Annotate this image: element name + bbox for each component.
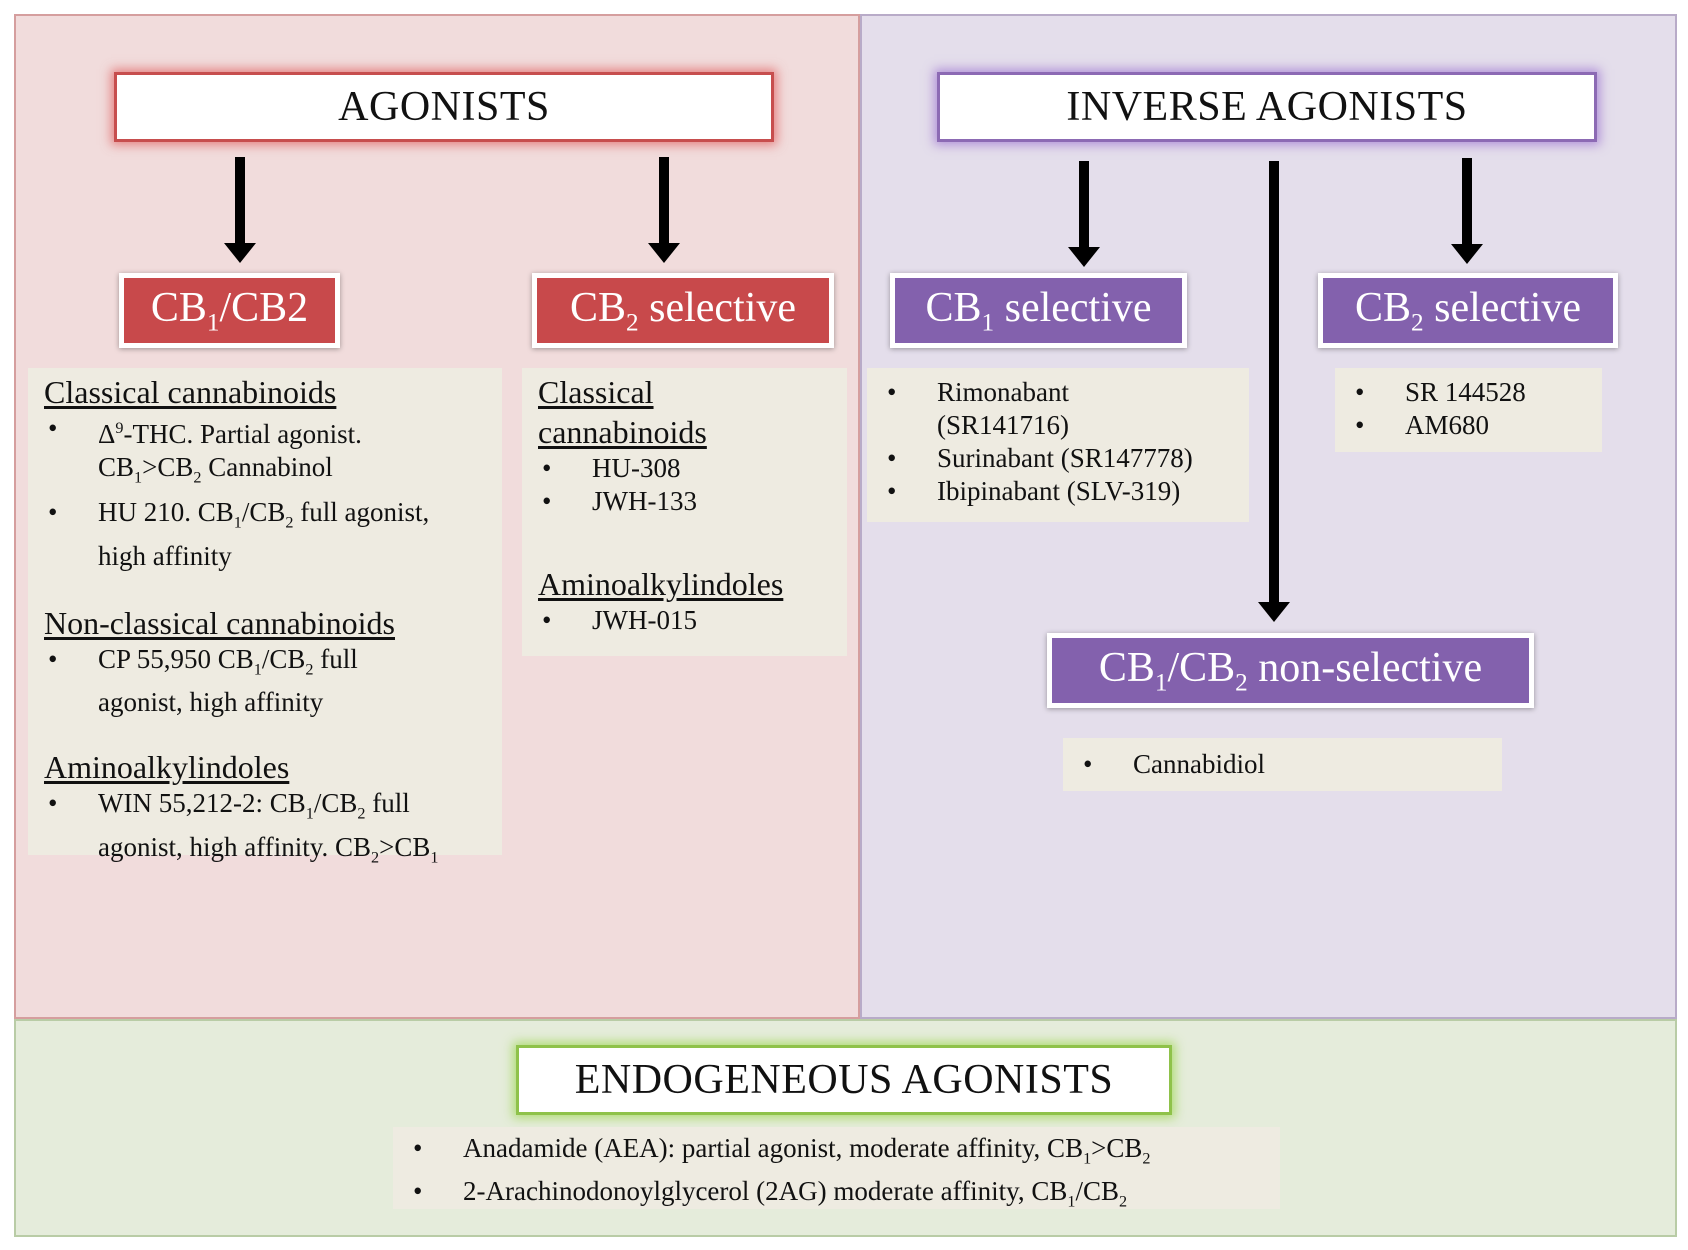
- inverse-cb1-selective-label: CB1 selective: [925, 284, 1152, 337]
- agonist-cb2-selective-box: CB2 selective: [532, 273, 834, 348]
- inverse-cb2-selective-box: CB2 selective: [1318, 273, 1618, 348]
- list-item: SR 144528: [1351, 376, 1602, 409]
- inverse-non-selective-list: Cannabidiol: [1063, 738, 1502, 791]
- agonists-title: AGONISTS: [338, 84, 550, 130]
- inverse-cb2-selective-label: CB2 selective: [1354, 284, 1582, 337]
- endogenous-agonists-header: ENDOGENEOUS AGONISTS: [516, 1045, 1172, 1115]
- agonist-cb1-cb2-label: CB1/CB2: [150, 284, 309, 337]
- list-item: Anadamide (AEA): partial agonist, modera…: [409, 1132, 1280, 1175]
- group-heading: Classical cannabinoids: [44, 374, 337, 410]
- arrow-to-agonist-cb2-selective: [648, 157, 680, 263]
- arrow-to-inverse-cb2-selective: [1451, 158, 1483, 264]
- list-item: Δ9-THC. Partial agonist.CB1>CB2 Cannabin…: [44, 412, 502, 494]
- list-item: HU-308: [538, 452, 847, 485]
- inverse-cb1-selective-box: CB1 selective: [890, 273, 1187, 348]
- inverse-agonists-title: INVERSE AGONISTS: [1066, 84, 1468, 130]
- inverse-agonists-header: INVERSE AGONISTS: [937, 72, 1597, 142]
- list-item: Rimonabant(SR141716): [883, 376, 1249, 442]
- agonists-header: AGONISTS: [114, 72, 774, 142]
- endogenous-list: Anadamide (AEA): partial agonist, modera…: [393, 1127, 1280, 1211]
- inverse-non-selective-box: CB1/CB2 non-selective: [1047, 633, 1534, 708]
- inverse-non-selective-label: CB1/CB2 non-selective: [1098, 644, 1483, 697]
- group-heading: Aminoalkylindoles: [44, 749, 290, 786]
- list-item: JWH-015: [538, 604, 847, 637]
- list-item: Ibipinabant (SLV-319): [883, 475, 1249, 508]
- group-heading: Aminoalkylindoles: [538, 566, 784, 602]
- list-item: 2-Arachinodonoylglycerol (2AG) moderate …: [409, 1175, 1280, 1218]
- agonist-cb2-selective-label: CB2 selective: [569, 284, 797, 337]
- inverse-cb1-selective-list: Rimonabant(SR141716) Surinabant (SR14777…: [867, 368, 1249, 522]
- arrow-to-cb1-selective: [1068, 161, 1100, 267]
- list-item: Cannabidiol: [1079, 748, 1502, 781]
- list-item: Surinabant (SR147778): [883, 442, 1249, 475]
- endogenous-agonists-title: ENDOGENEOUS AGONISTS: [574, 1057, 1114, 1103]
- list-item: HU 210. CB1/CB2 full agonist,high affini…: [44, 496, 502, 572]
- agonist-cb1-cb2-list: Classical cannabinoids Δ9-THC. Partial a…: [28, 368, 502, 866]
- agonist-cb1-cb2-box: CB1/CB2: [119, 273, 340, 348]
- list-item: AM680: [1351, 409, 1602, 442]
- arrow-to-cb1-cb2: [224, 157, 256, 263]
- list-item: JWH-133: [538, 485, 847, 518]
- inverse-cb2-selective-list: SR 144528 AM680: [1335, 368, 1602, 452]
- group-heading: Non-classical cannabinoids: [44, 604, 395, 641]
- arrow-to-non-selective: [1258, 161, 1290, 622]
